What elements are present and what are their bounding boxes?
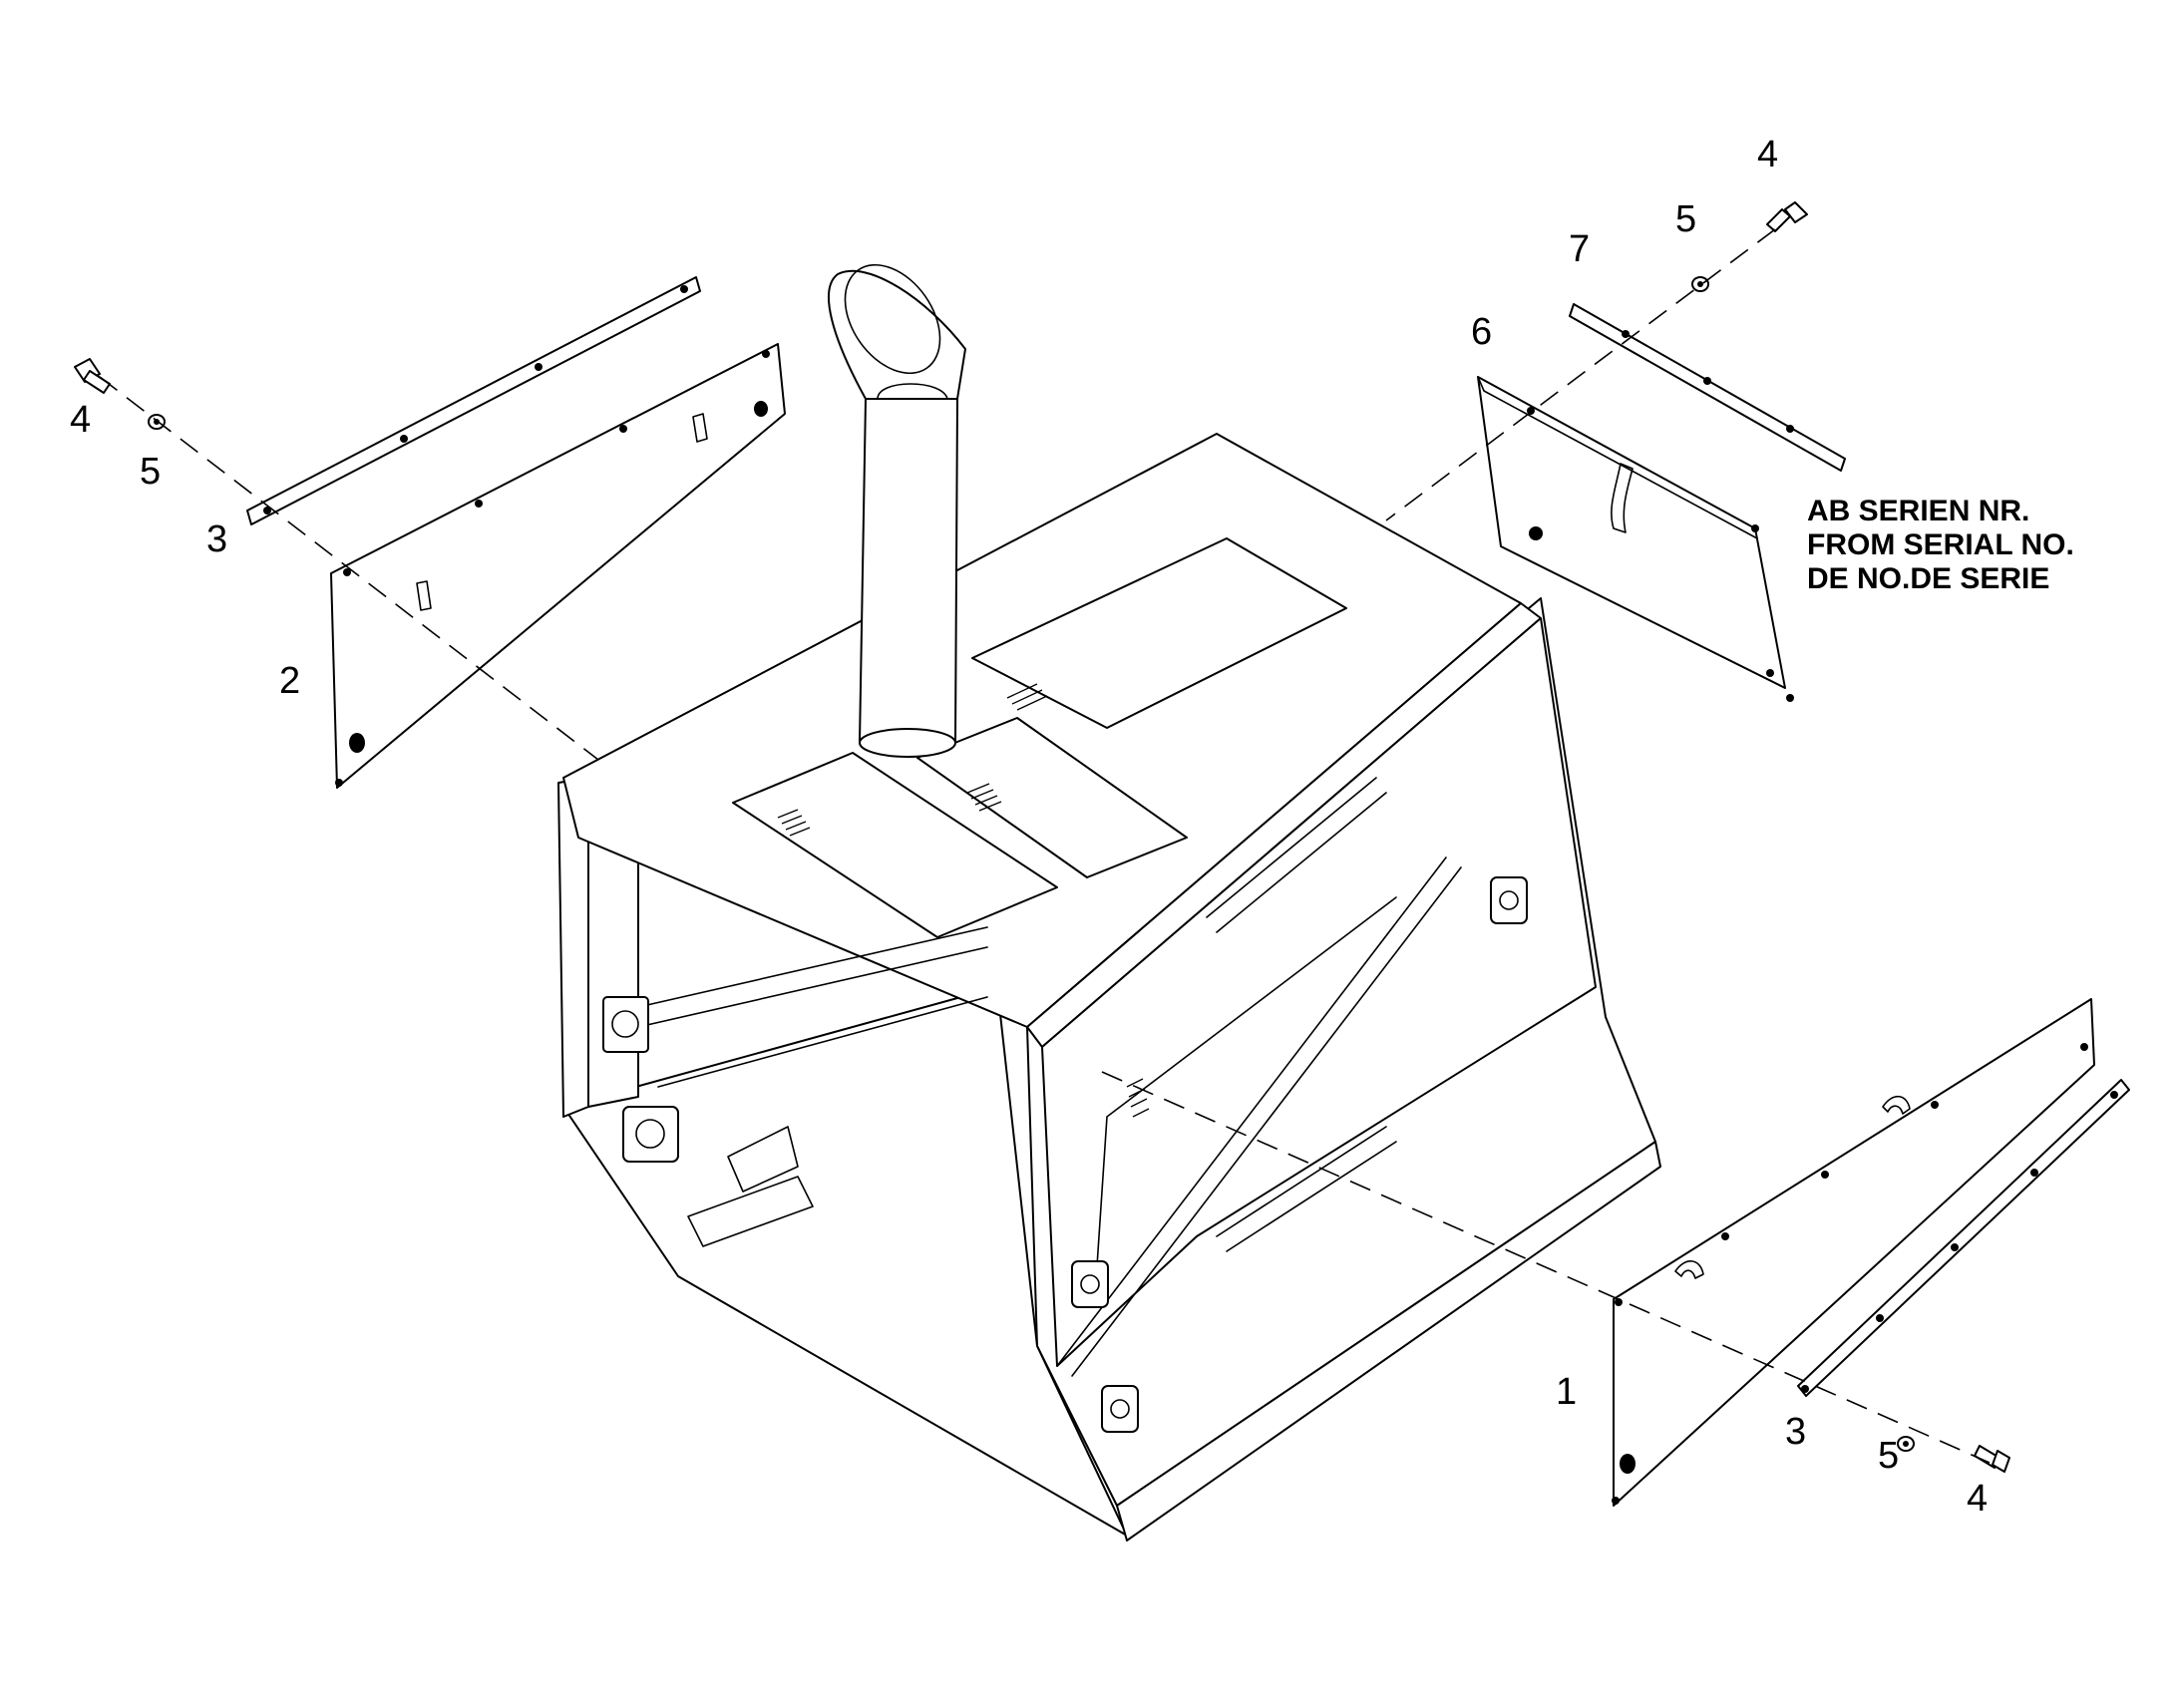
internal-mechanism	[602, 926, 988, 1247]
callout-top-5: 5	[1675, 198, 1696, 240]
bottom-panel-hook-2	[1882, 1095, 1911, 1115]
vent-plate-right	[971, 537, 1347, 729]
handle-slot-2	[1216, 1126, 1397, 1252]
hood-diagonal-brace	[1056, 856, 1462, 1377]
left-panel-part-2	[330, 343, 786, 789]
bottom-panel-hook-1	[1674, 1260, 1704, 1279]
callout-left-5: 5	[140, 451, 161, 493]
callout-left-2: 2	[279, 660, 300, 702]
left-leader-line	[99, 376, 599, 761]
left-panel-slot-1	[416, 580, 432, 611]
hood-assembly	[557, 263, 1661, 1541]
vent-grilles	[777, 683, 1150, 1118]
callout-top-6: 6	[1471, 311, 1492, 353]
top-panel-part-6	[1477, 376, 1786, 689]
serial-note-line-3: DE NO.DE SERIE	[1807, 562, 2049, 595]
bottom-leader-line	[1101, 1071, 1991, 1464]
callout-bottom-4: 4	[1967, 1478, 1988, 1520]
callout-left-3: 3	[206, 518, 227, 560]
top-right-exploded-parts	[1385, 201, 1846, 702]
hood-side-panel	[1041, 617, 1597, 1367]
callout-bottom-1: 1	[1556, 1371, 1577, 1413]
callout-top-7: 7	[1569, 228, 1590, 270]
left-bolt-part-4	[74, 358, 111, 394]
serial-note-line-2: FROM SERIAL NO.	[1807, 528, 2074, 561]
bottom-panel-part-1	[1613, 998, 2095, 1507]
vent-plate-left	[732, 752, 1058, 938]
exhaust-pipe-body	[859, 398, 958, 744]
hood-bottom-skirt	[1116, 1141, 1661, 1541]
top-bolt-part-4	[1766, 201, 1808, 232]
bottom-right-exploded-parts	[1101, 998, 2130, 1507]
left-strip-part-3	[246, 276, 701, 525]
callout-left-4: 4	[70, 399, 91, 441]
top-panel-handle	[1611, 463, 1634, 533]
left-exploded-parts	[74, 276, 786, 789]
vent-plate-middle	[916, 717, 1188, 878]
top-panel-flange	[1477, 376, 1758, 539]
left-panel-slot-2	[692, 413, 708, 443]
serial-note-line-1: AB SERIEN NR.	[1807, 495, 2029, 527]
exhaust-pipe-cap	[827, 269, 966, 400]
serial-note: AB SERIEN NR. FROM SERIAL NO. DE NO.DE S…	[1807, 495, 2074, 595]
top-strip-part-7	[1569, 303, 1846, 472]
handle-slot-1	[1206, 777, 1387, 933]
latch-icons	[1071, 876, 1528, 1433]
exhaust-pipe	[827, 263, 966, 758]
chassis-floor	[562, 986, 1128, 1537]
hood-recess	[1096, 896, 1397, 1267]
callout-labels: 4 5 3 2 4 5 7 6 1 3 5 4	[70, 134, 1988, 1520]
callout-bottom-3: 3	[1785, 1411, 1806, 1453]
top-leader-line	[1385, 228, 1776, 521]
callout-bottom-5: 5	[1878, 1435, 1899, 1477]
bottom-bolt-part-4	[1974, 1445, 2010, 1473]
callout-top-4: 4	[1757, 134, 1778, 175]
